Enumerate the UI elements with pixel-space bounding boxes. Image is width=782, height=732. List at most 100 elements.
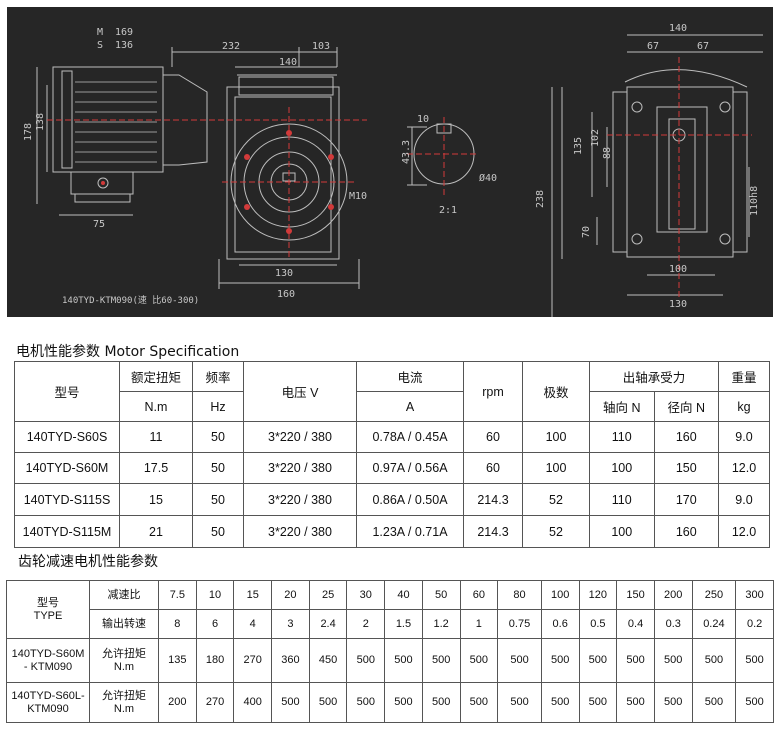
cell: 0.78A / 0.45A (356, 421, 464, 453)
speed-cell: 3 (271, 609, 310, 639)
ratio-cell: 150 (616, 580, 655, 610)
hdr-weight-unit: kg (718, 391, 770, 422)
cell: 1.23A / 0.71A (356, 515, 464, 548)
hdr-freq: 频率 (192, 361, 244, 392)
dim-75: 75 (93, 219, 105, 230)
dim-end-88: 88 (602, 147, 613, 159)
dim-end-70: 70 (581, 226, 592, 238)
model-line2: KTM090 (27, 702, 69, 715)
cell: 100 (589, 452, 655, 484)
torque-cell: 500 (497, 638, 542, 683)
ratio-2-1: 2:1 (439, 205, 457, 216)
dim-end-67b: 67 (697, 41, 709, 52)
dim-d40: Ø40 (479, 172, 497, 184)
motor-spec-table: 型号 额定扭矩 频率 电压 V 电流 rpm 极数 出轴承受力 重量 N.m H… (14, 361, 770, 548)
cell: 17.5 (119, 452, 193, 484)
ratio-label: 减速比 (89, 580, 159, 610)
cell: 0.97A / 0.56A (356, 452, 464, 484)
type-label: 型号 TYPE (6, 580, 90, 639)
hdr-shaft-force: 出轴承受力 (589, 361, 719, 392)
dim-end-100: 100 (669, 264, 687, 275)
cell: 100 (589, 515, 655, 548)
ratio-cell: 300 (735, 580, 774, 610)
torque-cell: 500 (497, 682, 542, 723)
cell: 160 (653, 515, 719, 548)
ratio-cell: 100 (540, 580, 580, 610)
s-value: 136 (115, 40, 133, 51)
speed-cell: 0.4 (616, 609, 655, 639)
torque-cell: 500 (421, 638, 461, 683)
dim-130: 130 (275, 268, 293, 279)
hdr-torque: 额定扭矩 (119, 361, 193, 392)
speed-cell: 0.75 (497, 609, 542, 639)
ratio-cell: 120 (578, 580, 618, 610)
torque-cell: 500 (691, 638, 737, 683)
torque-cell: 270 (233, 638, 273, 683)
dim-138: 138 (35, 113, 46, 131)
torque-cell: 450 (308, 638, 348, 683)
cell: 140TYD-S115M (14, 515, 120, 548)
torque-cell: 500 (578, 682, 618, 723)
torque-cell: 500 (459, 682, 499, 723)
cell: 15 (119, 483, 193, 516)
dim-m10: M10 (349, 191, 367, 202)
dim-end-135: 135 (573, 137, 584, 155)
model-name: 140TYD-S60L- KTM090 (6, 682, 90, 723)
hdr-rpm: rpm (463, 361, 523, 422)
cell: 3*220 / 380 (243, 515, 357, 548)
torque-cell: 500 (691, 682, 737, 723)
torque-cell: 500 (616, 682, 655, 723)
cell: 110 (589, 421, 655, 453)
speed-cell: 0.5 (578, 609, 618, 639)
cell: 9.0 (718, 483, 770, 516)
ratio-cell: 60 (459, 580, 499, 610)
cell: 3*220 / 380 (243, 421, 357, 453)
cell: 170 (653, 483, 719, 516)
ratio-cell: 15 (233, 580, 273, 610)
cell: 3*220 / 380 (243, 483, 357, 516)
gear-spec-title: 齿轮减速电机性能参数 (18, 554, 158, 570)
cell: 0.86A / 0.50A (356, 483, 464, 516)
cell: 160 (653, 421, 719, 453)
cell: 110 (589, 483, 655, 516)
hdr-poles: 极数 (522, 361, 590, 422)
ratio-cell: 250 (691, 580, 737, 610)
dim-232: 232 (222, 41, 240, 52)
torque-cell: 200 (158, 682, 197, 723)
cell: 52 (522, 515, 590, 548)
cell: 150 (653, 452, 719, 484)
torque-cell: 500 (384, 638, 423, 683)
model-line1: 140TYD-S60M (11, 647, 85, 660)
cell: 50 (192, 421, 244, 453)
drawing-caption: 140TYD-KTM090(速 比60-300) (62, 294, 199, 306)
cell: 140TYD-S60M (14, 452, 120, 484)
dim-178: 178 (23, 123, 34, 141)
table-row: 140TYD-S60M - KTM090 允许扭矩 N.m 135 180 27… (6, 638, 774, 683)
speed-cell: 8 (158, 609, 197, 639)
torque-label: 允许扭矩 N.m (89, 638, 159, 683)
hdr-current-unit: A (356, 391, 464, 422)
cell: 140TYD-S115S (14, 483, 120, 516)
cell: 12.0 (718, 452, 770, 484)
dim-end-110h8: 110h8 (749, 186, 760, 216)
type-label-cn: 型号 (37, 596, 59, 609)
torque-cell: 500 (540, 638, 580, 683)
dim-end-130: 130 (669, 299, 687, 310)
dim-end-67a: 67 (647, 41, 659, 52)
torque-cell: 500 (653, 638, 693, 683)
torque-cell: 135 (158, 638, 197, 683)
ratio-cell: 80 (497, 580, 542, 610)
speed-cell: 2.4 (308, 609, 348, 639)
dim-103: 103 (312, 41, 330, 52)
torque-cell: 500 (578, 638, 618, 683)
speed-cell: 1 (459, 609, 499, 639)
table-row: 140TYD-S60L- KTM090 允许扭矩 N.m 200 270 400… (6, 682, 774, 723)
hdr-model: 型号 (14, 361, 120, 422)
torque-cell: 500 (384, 682, 423, 723)
cell: 21 (119, 515, 193, 548)
ratio-cell: 25 (308, 580, 348, 610)
technical-drawing: M 169 S 136 232 103 140 178 138 75 130 1… (7, 7, 773, 317)
speed-cell: 0.2 (735, 609, 774, 639)
ratio-cell: 7.5 (158, 580, 197, 610)
ratio-cell: 10 (195, 580, 235, 610)
